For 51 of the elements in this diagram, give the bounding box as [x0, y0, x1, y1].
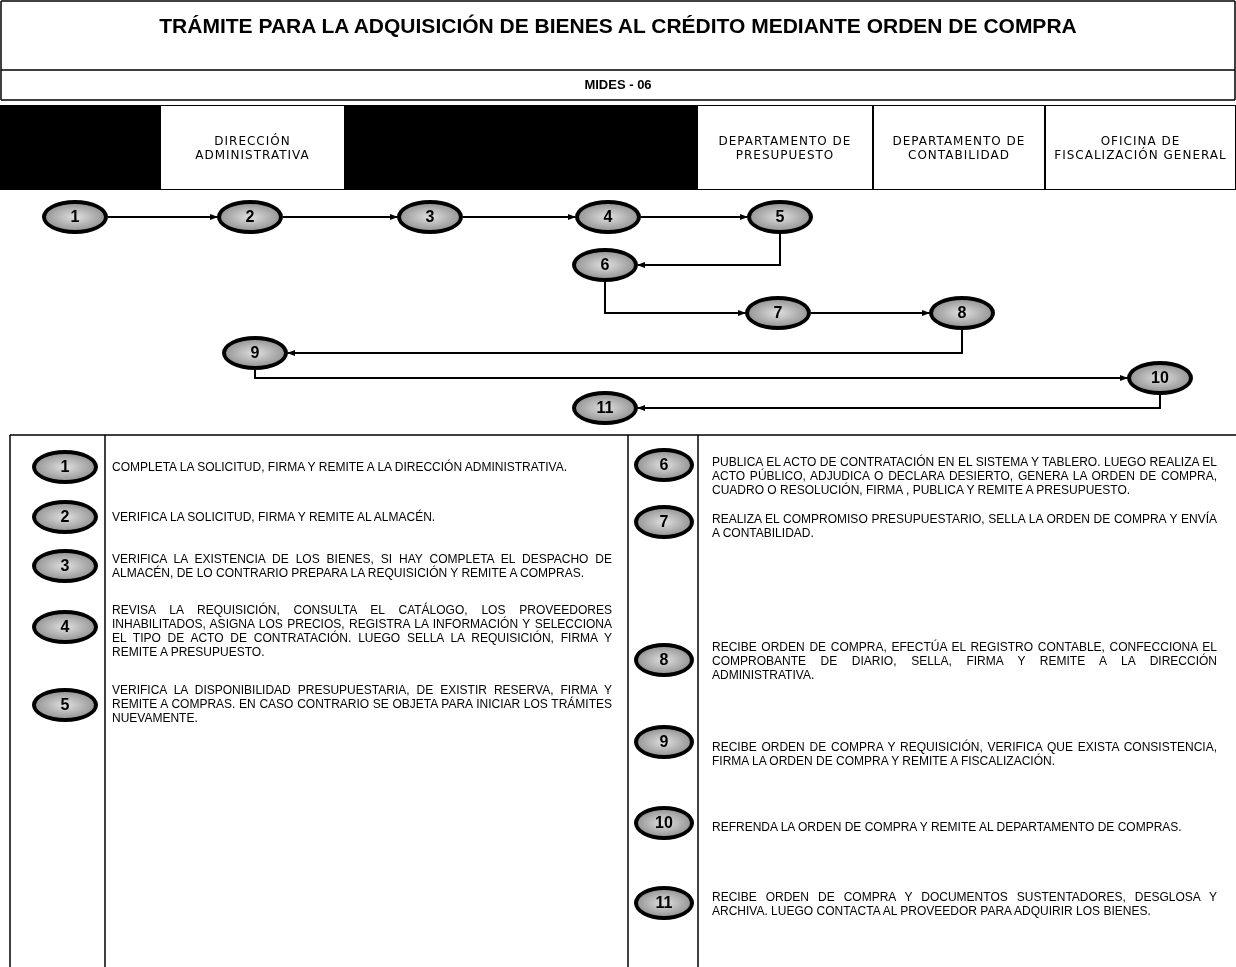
step-description: RECIBE ORDEN DE COMPRA, EFECTÚA EL REGISTRO CONTABLE, CONFECCIONA EL COMPROBANTE DE DIARIO, SELLA, FIRMA Y REMITE A LA DIRECCIÓN ADMINISTRATIVA. [712, 640, 1217, 682]
step-number-ellipse: 5 [747, 200, 813, 234]
column-header: DEPARTAMENTO DE CONTABILIDAD [873, 105, 1045, 190]
step-description: VERIFICA LA DISPONIBILIDAD PRESUPUESTARIA, DE EXISTIR RESERVA, FIRMA Y REMITE A COMPRAS. EN CASO CONTRARIO SE OBJETA PARA INICIAR LOS TRÁMITES NUEVAMENTE. [112, 683, 612, 725]
step-description: REVISA LA REQUISICIÓN, CONSULTA EL CATÁLOGO, LOS PROVEEDORES INHABILITADOS, ASIGNA LOS PRECIOS, REGISTRA LA INFORMACIÓN Y SELECCIONA EL TIPO DE ACTO DE CONTRATACIÓN. LUEGO SELLA LA REQUISICIÓN, FIRMA Y REMITE A PRESUPUESTO. [112, 603, 612, 659]
step-description: PUBLICA EL ACTO DE CONTRATACIÓN EN EL SISTEMA Y TABLERO. LUEGO REALIZA EL ACTO PÚBLICO, ADJUDICA O DECLARA DESIERTO, GENERA LA ORDEN DE COMPRA, CUADRO O RESOLUCIÓN, FIRMA , PUBLICA Y REMITE A PRESUPUESTO. [712, 455, 1217, 497]
arrow [604, 281, 746, 316]
arrow [462, 214, 576, 220]
step-description: VERIFICA LA SOLICITUD, FIRMA Y REMITE AL ALMACÉN. [112, 510, 437, 524]
arrow [637, 394, 1161, 411]
arrow [640, 214, 748, 220]
step-number-ellipse: 10 [1127, 361, 1193, 395]
step-number-ellipse: 3 [32, 549, 98, 583]
step-number-ellipse: 9 [634, 725, 694, 759]
header-block [0, 105, 160, 190]
step-description: VERIFICA LA EXISTENCIA DE LOS BIENES, SI HAY COMPLETA EL DESPACHO DE ALMACÉN, DE LO CONTRARIO PREPARA LA REQUISICIÓN Y REMITE A COMPRAS. [112, 552, 612, 580]
step-number-ellipse: 7 [634, 505, 694, 539]
step-number-ellipse: 8 [929, 296, 995, 330]
step-number-ellipse: 3 [397, 200, 463, 234]
step-description: RECIBE ORDEN DE COMPRA Y REQUISICIÓN, VERIFICA QUE EXISTA CONSISTENCIA, FIRMA LA ORDEN DE COMPRA Y REMITE A FISCALIZACIÓN. [712, 740, 1217, 768]
document-code: MIDES - 06 [583, 77, 653, 92]
step-description: REFRENDA LA ORDEN DE COMPRA Y REMITE AL DEPARTAMENTO DE COMPRAS. [712, 820, 1183, 834]
column-header: DIRECCIÓN ADMINISTRATIVA [160, 105, 345, 190]
arrow [107, 214, 218, 220]
column-header: OFICINA DE FISCALIZACIÓN GENERAL [1045, 105, 1236, 190]
diagram-title: TRÁMITE PARA LA ADQUISICIÓN DE BIENES AL CRÉDITO MEDIANTE ORDEN DE COMPRA [158, 14, 1078, 38]
step-number-ellipse: 10 [634, 806, 694, 840]
column-header: DEPARTAMENTO DE PRESUPUESTO [697, 105, 873, 190]
step-number-ellipse: 1 [42, 200, 108, 234]
step-number-ellipse: 11 [572, 391, 638, 425]
header-block [345, 105, 697, 190]
step-number-ellipse: 6 [634, 448, 694, 482]
step-number-ellipse: 9 [222, 336, 288, 370]
step-number-ellipse: 2 [32, 500, 98, 534]
step-description: REALIZA EL COMPROMISO PRESUPUESTARIO, SELLA LA ORDEN DE COMPRA Y ENVÍA A CONTABILIDAD. [712, 512, 1217, 540]
step-number-ellipse: 7 [745, 296, 811, 330]
step-number-ellipse: 2 [217, 200, 283, 234]
step-description: RECIBE ORDEN DE COMPRA Y DOCUMENTOS SUSTENTADORES, DESGLOSA Y ARCHIVA. LUEGO CONTACTA AL PROVEEDOR PARA ADQUIRIR LOS BIENES. [712, 890, 1217, 918]
step-description: COMPLETA LA SOLICITUD, FIRMA Y REMITE A LA DIRECCIÓN ADMINISTRATIVA. [112, 460, 568, 474]
step-number-ellipse: 8 [634, 643, 694, 677]
arrow [637, 233, 781, 268]
arrow [810, 310, 930, 316]
arrow [254, 369, 1128, 381]
step-number-ellipse: 5 [32, 688, 98, 722]
step-number-ellipse: 6 [572, 248, 638, 282]
step-number-ellipse: 1 [32, 450, 98, 484]
arrow [287, 329, 963, 356]
step-number-ellipse: 11 [634, 886, 694, 920]
step-number-ellipse: 4 [32, 610, 98, 644]
step-number-ellipse: 4 [575, 200, 641, 234]
arrow [282, 214, 398, 220]
